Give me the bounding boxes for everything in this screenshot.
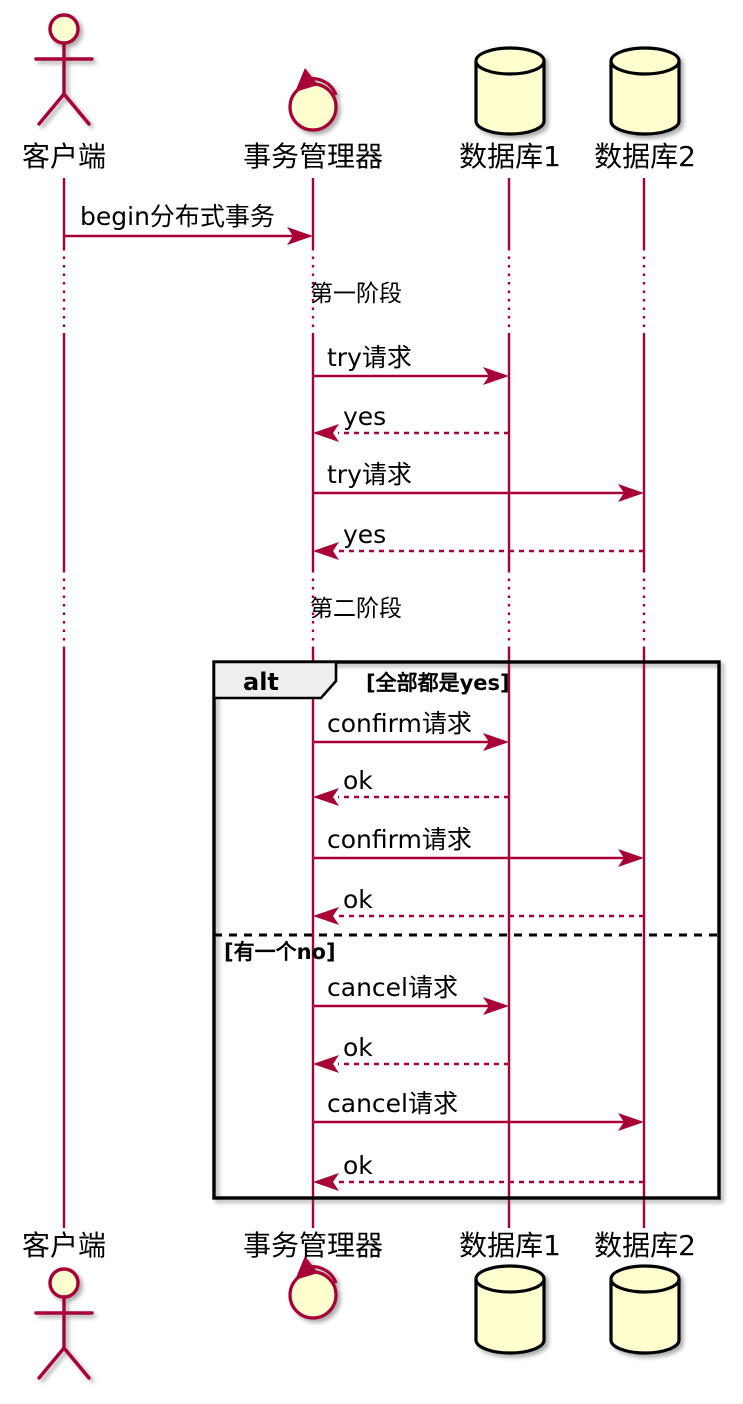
control-icon [288,1256,338,1320]
message-label-yes-db2: yes [343,520,387,549]
message-label-confirm-db2: confirm请求 [327,825,472,854]
message-label-cancel-db2: cancel请求 [327,1089,458,1118]
return-arrow-ok-db1 [313,788,509,806]
database2-icon [609,46,681,136]
message-arrow-confirm-db1 [313,733,509,751]
database2-icon [609,1264,681,1355]
participant-label-txmanager-top: 事务管理器 [242,140,384,173]
participant-label-database1-bottom: 数据库1 [459,1229,561,1262]
participant-label-database2-top: 数据库2 [594,140,696,173]
actor-icon [34,1267,94,1380]
actor-icon [34,13,94,126]
message-label-yes-db1: yes [343,402,387,431]
alt-frame [212,660,721,1200]
message-label-ok2-db1: ok [343,1033,373,1062]
participant-label-database1-top: 数据库1 [459,140,561,173]
control-icon [288,68,338,132]
message-label-ok-db1: ok [343,766,373,795]
alt-keyword-label: alt [243,668,279,696]
message-label-try-db2: try请求 [327,460,412,489]
message-arrows [64,227,644,1191]
return-arrow-ok-db2 [313,907,644,925]
alt-pentagon [212,660,338,700]
alt-condition-2-label: [有一个no] [224,940,336,964]
return-arrow-ok2-db2 [313,1173,644,1191]
return-arrow-ok2-db1 [313,1055,509,1073]
message-label-confirm-db1: confirm请求 [327,709,472,738]
delay-label-phase1: 第一阶段 [310,281,402,307]
message-arrow-begin [64,227,313,245]
message-arrow-try-db1 [313,367,509,385]
delay-label-phase2: 第二阶段 [310,596,402,622]
participant-label-database2-bottom: 数据库2 [594,1229,696,1262]
message-label-ok2-db2: ok [343,1151,373,1180]
message-label-cancel-db1: cancel请求 [327,973,458,1002]
participant-label-client-top: 客户端 [21,140,107,173]
participant-label-client-bottom: 客户端 [21,1229,107,1262]
message-label-ok-db2: ok [343,885,373,914]
database1-icon [474,1264,546,1355]
return-arrow-yes-db2 [313,542,644,560]
message-arrow-confirm-db2 [313,849,644,867]
participant-label-txmanager-bottom: 事务管理器 [242,1229,384,1262]
message-arrow-cancel-db2 [313,1113,644,1131]
message-label-begin: begin分布式事务 [80,202,275,231]
message-label-try-db1: try请求 [327,343,412,372]
alt-condition-1-label: [全部都是yes] [366,671,510,695]
return-arrow-yes-db1 [313,424,509,442]
database1-icon [474,46,546,136]
message-arrow-try-db2 [313,484,644,502]
message-arrow-cancel-db1 [313,997,509,1015]
